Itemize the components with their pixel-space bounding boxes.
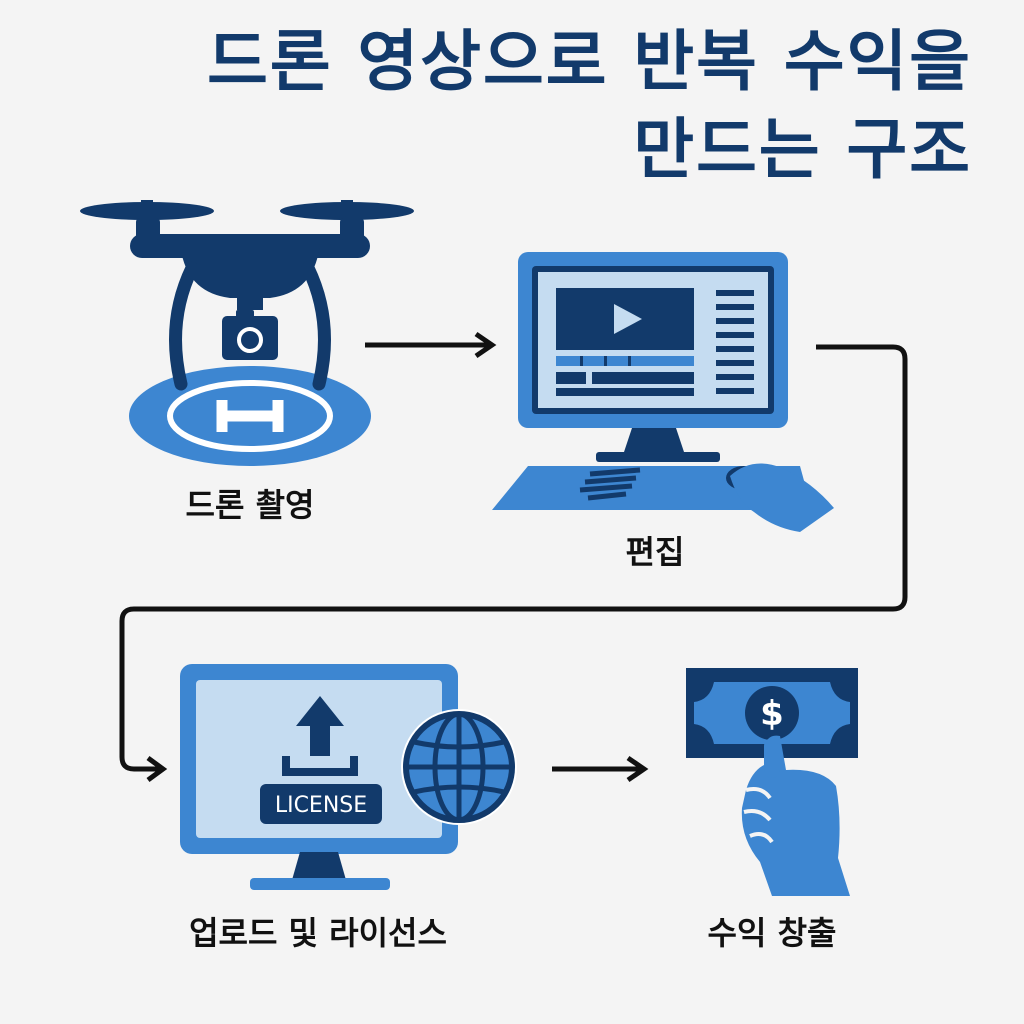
upload-monitor-globe-icon [180, 664, 517, 890]
step-label-drone-shooting: 드론 촬영 [185, 486, 315, 524]
title-line-1: 드론 영상으로 반복 수익을 [207, 23, 972, 100]
license-badge-text: LICENSE [275, 793, 367, 818]
step-label-upload-license: 업로드 및 라이선스 [189, 914, 447, 952]
step-label-editing: 편집 [625, 533, 685, 571]
dollar-sign-icon: $ [760, 694, 784, 734]
arrow-edit-to-upload [119, 344, 908, 783]
money-hand-icon [686, 668, 858, 896]
arrow-upload-to-revenue [552, 755, 649, 783]
arrow-drone-to-edit [365, 331, 497, 359]
step-label-revenue: 수익 창출 [707, 914, 837, 952]
drone-icon [80, 200, 414, 466]
editing-computer-icon [492, 252, 834, 532]
title-line-2: 만드는 구조 [633, 111, 972, 188]
page-title: 드론 영상으로 반복 수익을 만드는 구조 [207, 18, 972, 194]
